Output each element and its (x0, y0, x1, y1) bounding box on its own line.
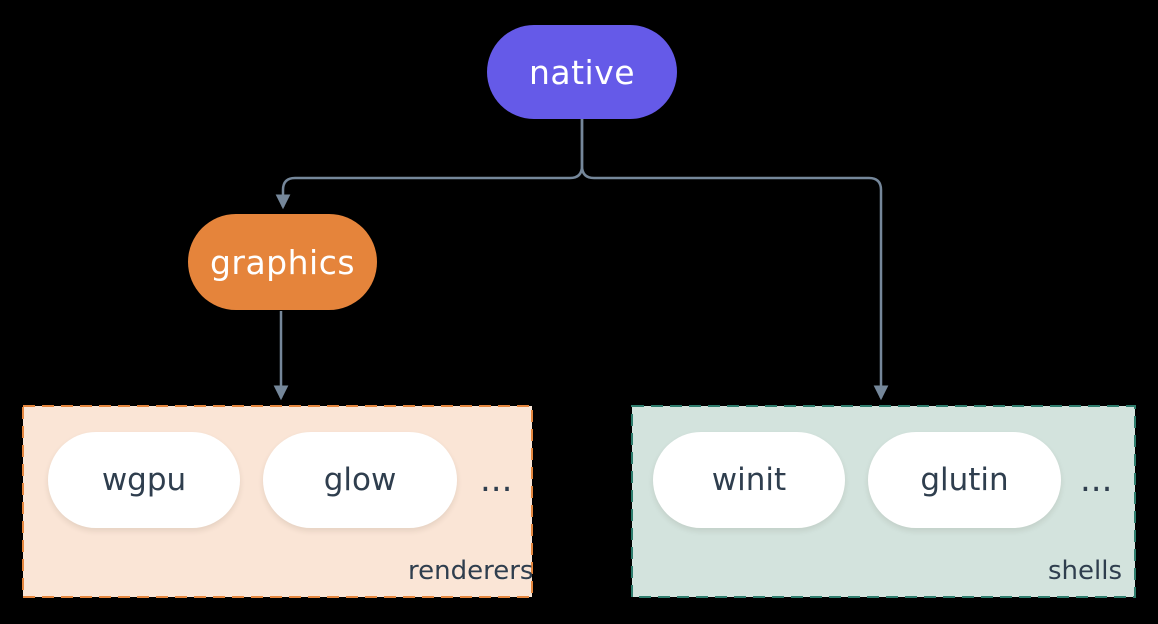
node-glow: glow (263, 432, 457, 528)
node-glutin: glutin (868, 432, 1061, 528)
edge-native-graphics (275, 119, 584, 210)
ellipsis-renderers: ... (480, 460, 513, 500)
ellipsis-shells: ... (1080, 460, 1113, 500)
group-label-renderers: renderers (408, 556, 534, 586)
node-wgpu: wgpu (48, 432, 240, 528)
group-label-shells: shells (1048, 556, 1123, 586)
node-graphics: graphics (188, 214, 377, 310)
node-winit: winit (653, 432, 845, 528)
node-native: native (487, 25, 677, 119)
edge-native-shells (580, 119, 889, 401)
